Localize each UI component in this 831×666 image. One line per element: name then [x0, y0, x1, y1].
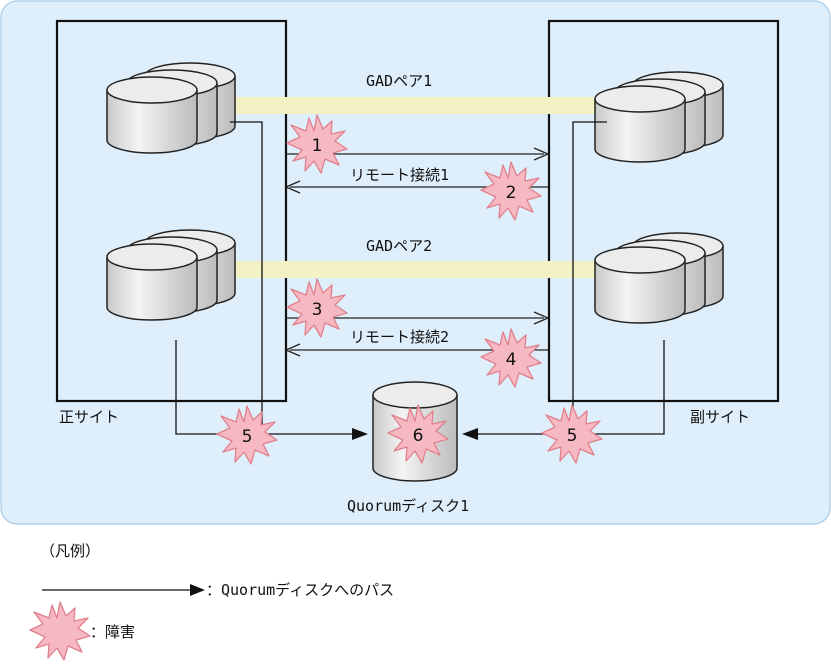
failure-marker-2: 2	[480, 161, 542, 221]
svg-text:5: 5	[567, 426, 578, 446]
svg-text:1: 1	[312, 136, 323, 156]
legend-path-arrowhead	[190, 584, 205, 596]
secondary-site-label: 副サイト	[690, 408, 750, 426]
legend-failure-label: ：障害	[90, 623, 135, 641]
svg-text:5: 5	[242, 427, 253, 447]
legend-failure-icon	[29, 601, 91, 661]
failure-marker-4: 4	[480, 328, 542, 388]
failure-marker-3: 3	[286, 278, 348, 338]
gad-pair-1-bar	[226, 97, 608, 114]
quorum-path-secondary	[474, 121, 665, 435]
gad-pair-1-label: GADペア1	[366, 72, 432, 90]
remote-link-1-label: リモート接続1	[350, 166, 449, 184]
quorum-path-primary	[175, 121, 356, 435]
gad-pair-2-bar	[226, 261, 608, 278]
arrowhead-to-quorum-left	[352, 428, 368, 440]
primary-site-label: 正サイト	[59, 408, 119, 426]
remote-link-2-label: リモート接続2	[350, 328, 449, 346]
primary-site-box	[55, 19, 288, 403]
svg-text:3: 3	[312, 300, 323, 320]
legend-path-label: ：Quorumディスクへのパス	[206, 581, 394, 599]
failure-marker-1: 1	[286, 114, 348, 174]
legend-title: （凡例）	[40, 542, 100, 560]
quorum-disk-label: Quorumディスク1	[347, 497, 469, 515]
failure-marker-5-secondary: 5	[541, 404, 603, 464]
gad-pair-2-label: GADペア2	[366, 237, 432, 255]
svg-text:6: 6	[413, 426, 424, 446]
failure-marker-5-primary: 5	[216, 405, 278, 465]
arrowhead-to-quorum-right	[462, 428, 478, 440]
failure-marker-6: 6	[387, 404, 449, 464]
svg-text:4: 4	[506, 350, 517, 370]
svg-text:2: 2	[506, 183, 517, 203]
